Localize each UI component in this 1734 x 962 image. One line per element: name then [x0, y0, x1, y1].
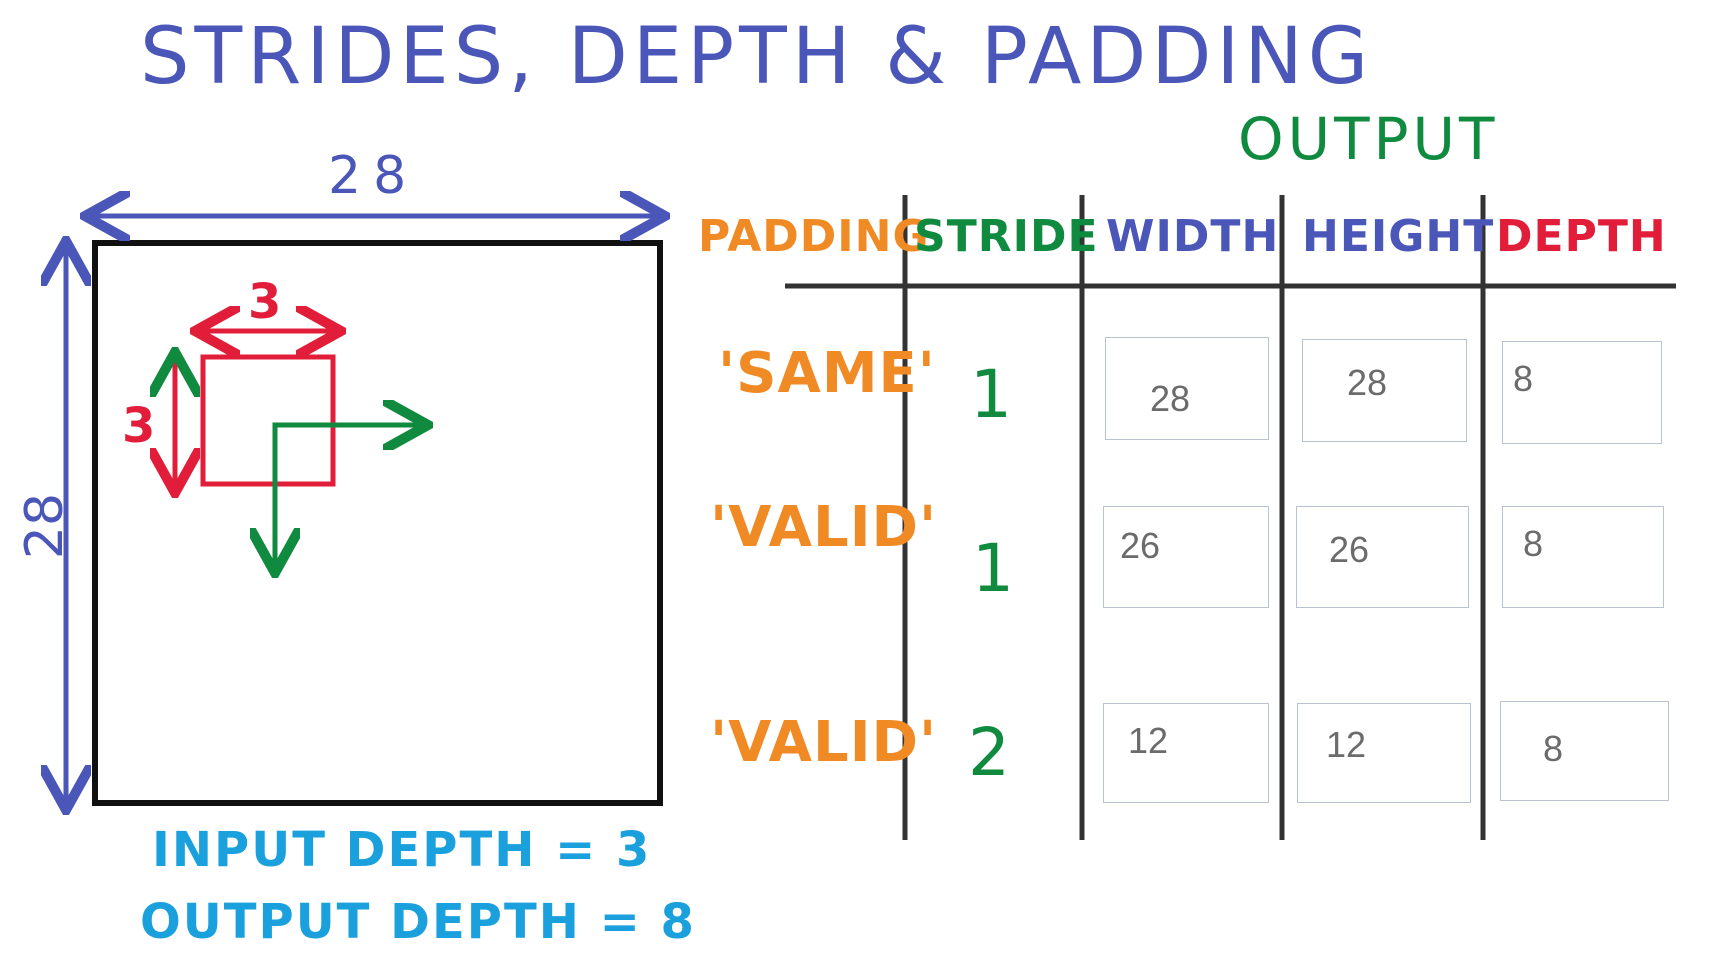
input-depth-note: INPUT DEPTH = 3	[152, 822, 652, 878]
row2-depth-value: 8	[1523, 523, 1544, 564]
row2-depth-field[interactable]: 8	[1502, 506, 1664, 608]
row3-width-field[interactable]: 12	[1103, 703, 1269, 803]
row3-depth-value: 8	[1543, 728, 1564, 769]
row2-padding: 'VALID'	[710, 495, 938, 560]
row3-padding: 'VALID'	[710, 710, 938, 775]
row3-width-value: 12	[1128, 720, 1169, 761]
row3-height-value: 12	[1326, 724, 1367, 765]
header-stride: STRIDE	[914, 211, 1099, 262]
row2-width-value: 26	[1120, 525, 1161, 566]
row1-height-field[interactable]: 28	[1302, 339, 1467, 442]
row1-stride: 1	[970, 356, 1012, 433]
row2-width-field[interactable]: 26	[1103, 506, 1269, 608]
stride-horizontal-arrow	[272, 425, 423, 568]
row2-stride: 1	[972, 530, 1014, 607]
input-square	[92, 240, 663, 806]
row3-height-field[interactable]: 12	[1297, 703, 1471, 803]
row1-height-value: 28	[1347, 362, 1388, 403]
header-height: HEIGHT	[1302, 211, 1495, 262]
filter-width-label: 3	[248, 274, 282, 330]
row1-depth-value: 8	[1513, 358, 1534, 399]
row3-depth-field[interactable]: 8	[1500, 701, 1669, 801]
filter-height-label: 3	[122, 398, 156, 454]
row1-padding: 'SAME'	[718, 341, 936, 406]
header-depth: DEPTH	[1496, 211, 1667, 262]
row2-height-field[interactable]: 26	[1296, 506, 1469, 608]
row2-height-value: 26	[1329, 529, 1370, 570]
header-padding: PADDING	[698, 211, 930, 262]
row1-width-value: 28	[1150, 378, 1191, 419]
row1-depth-field[interactable]: 8	[1502, 341, 1662, 444]
filter-square	[200, 354, 336, 487]
row1-width-field[interactable]: 28	[1105, 337, 1269, 440]
header-width: WIDTH	[1106, 211, 1280, 262]
row3-stride: 2	[968, 714, 1010, 791]
input-width-label: 28	[328, 146, 419, 206]
output-depth-note: OUTPUT DEPTH = 8	[140, 894, 696, 950]
output-heading: OUTPUT	[1238, 105, 1499, 173]
page-title: STRIDES, DEPTH & PADDING	[140, 12, 1374, 102]
input-height-label: 28	[15, 492, 76, 560]
